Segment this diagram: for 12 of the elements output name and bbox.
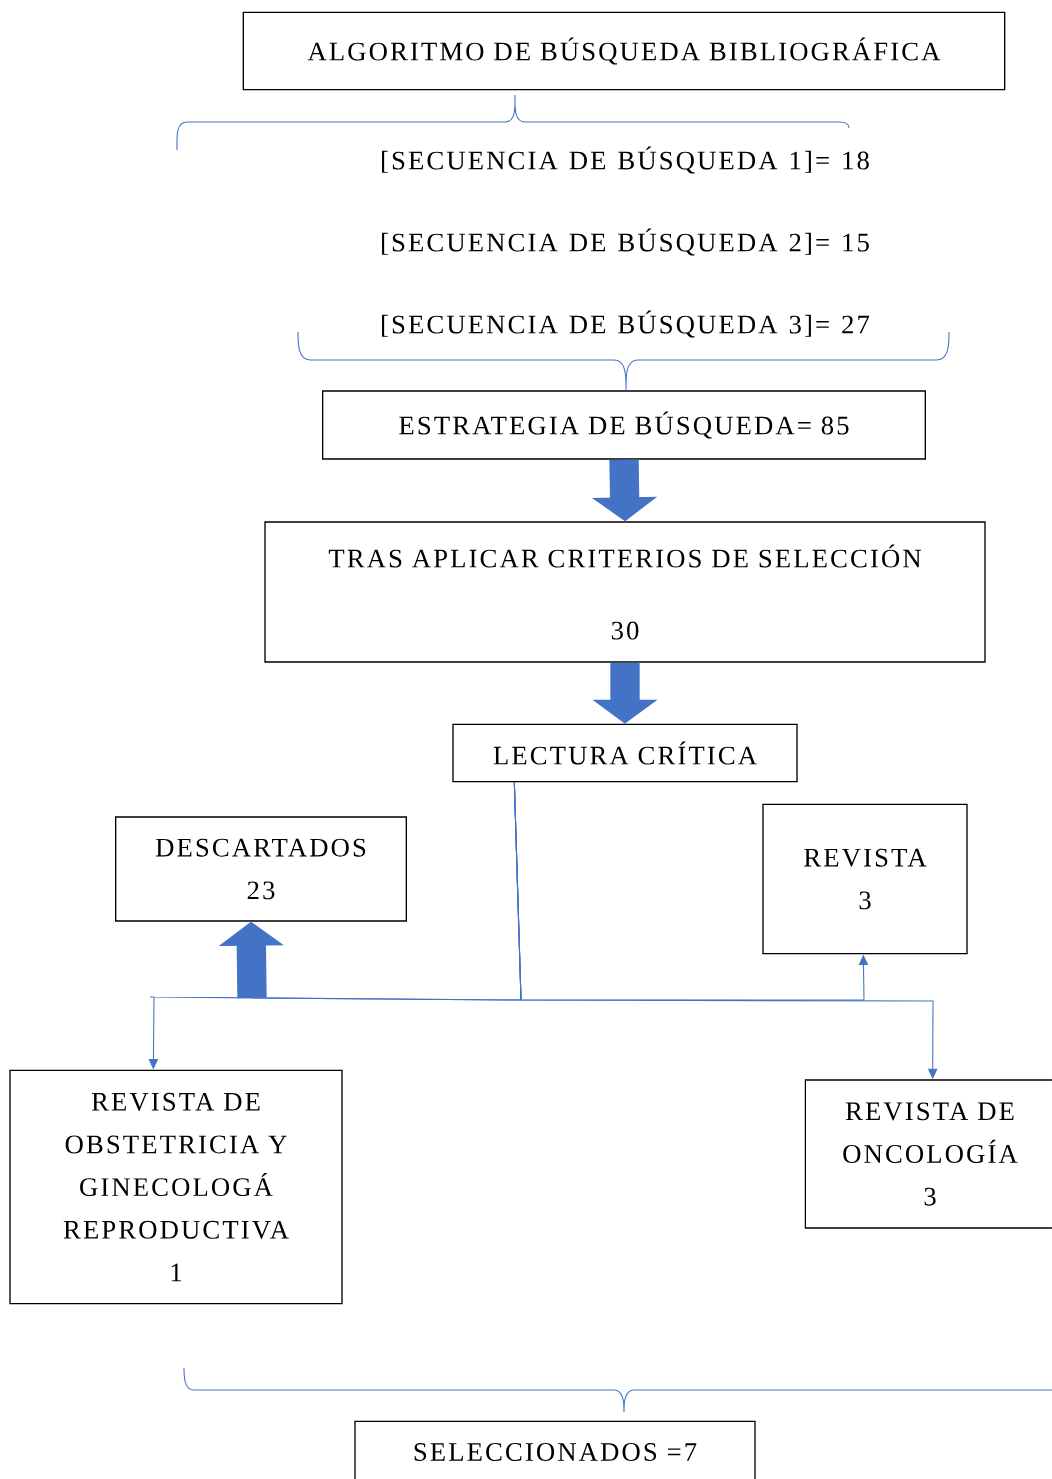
search-sequence: [SECUENCIA DE BÚSQUEDA 2]= 15 (382, 228, 869, 256)
search-sequence: [SECUENCIA DE BÚSQUEDA 3]= 27 (382, 310, 870, 338)
process-box: REVISTA DE OBSTETRICIA Y GINECOLOGÁ REPRODUCTIVA 1 (9, 1069, 343, 1305)
process-box: ALGORITMO DE BÚSQUEDA BIBLIOGRÁFICA (242, 11, 1006, 91)
process-box: REVISTA DE ONCOLOGÍA 3 (804, 1079, 1052, 1229)
process-box: SELECCIONADOS =7 (354, 1420, 756, 1479)
search-sequence: [SECUENCIA DE BÚSQUEDA 1]= 18 (382, 146, 869, 174)
process-box: ESTRATEGIA DE BÚSQUEDA= 85 (322, 390, 926, 460)
process-box: LECTURA CRÍTICA (452, 723, 798, 783)
process-box: DESCARTADOS 23 (115, 816, 407, 922)
process-box: TRAS APLICAR CRITERIOS DE SELECCIÓN 30 (264, 521, 986, 663)
process-box: REVISTA 3 (762, 803, 968, 955)
